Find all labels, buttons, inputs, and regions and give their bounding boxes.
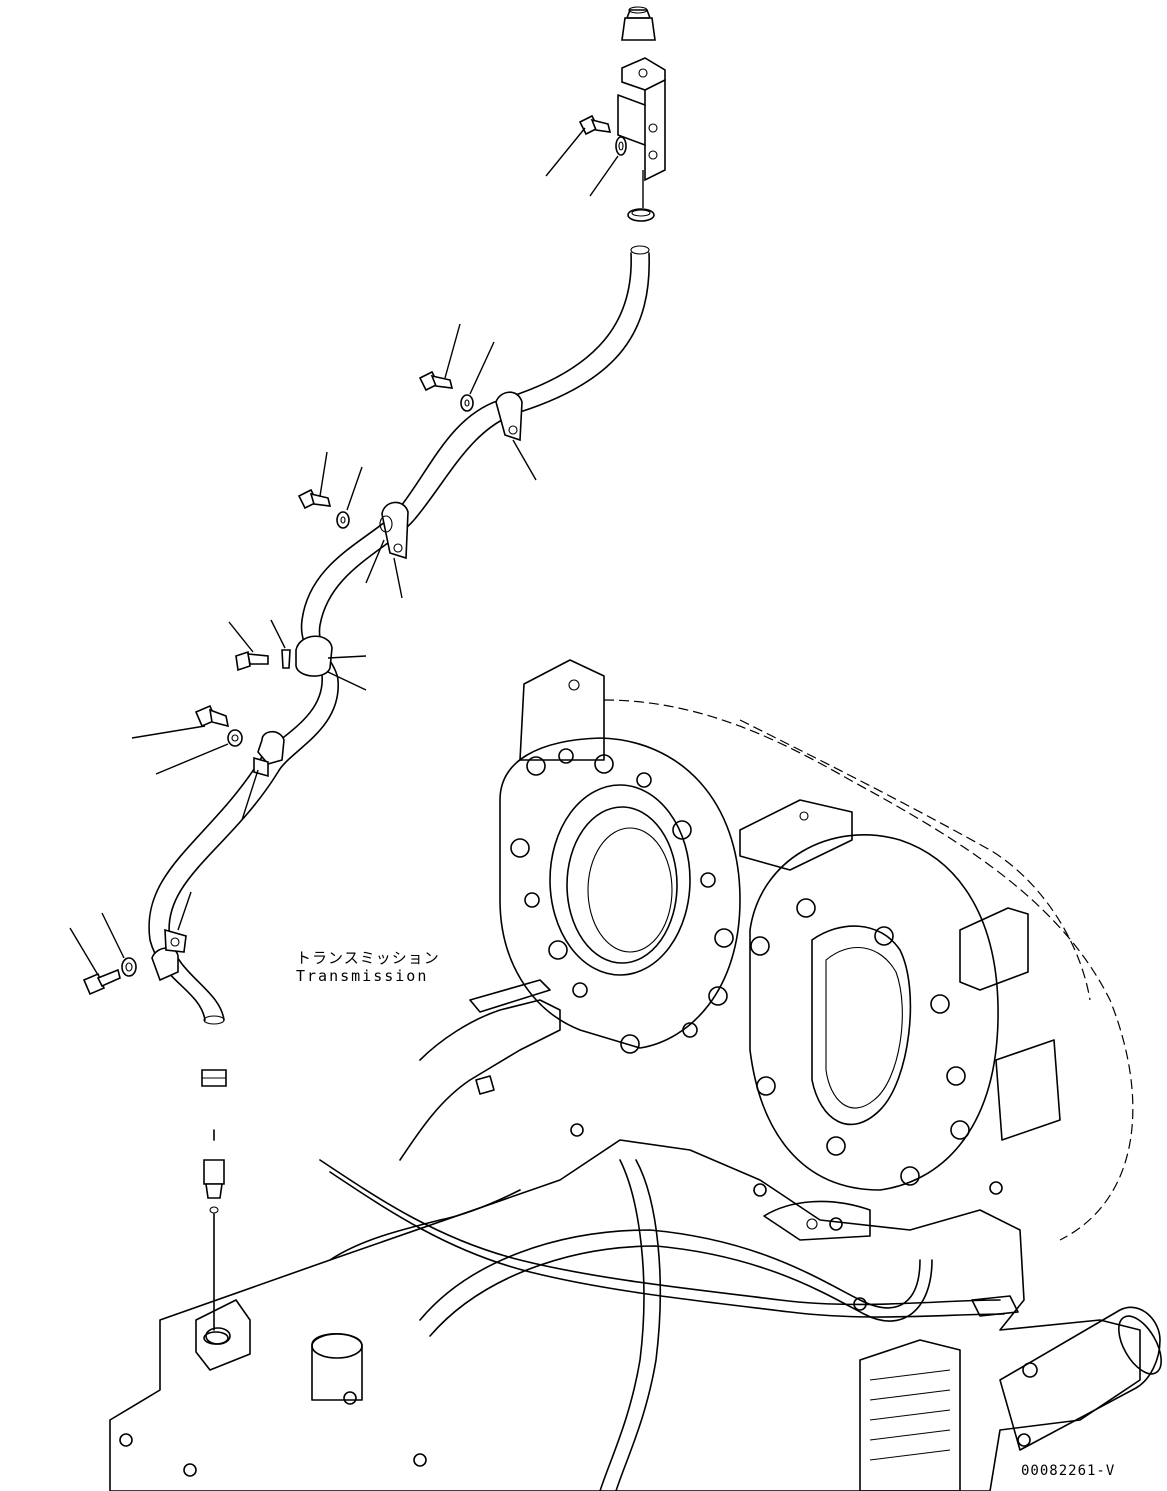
washer-3: [336, 466, 363, 529]
drawing-code: 00082261-V: [1021, 1463, 1116, 1479]
bolt-6: [69, 927, 121, 996]
clamp-4: [241, 730, 285, 821]
bolt-2: [418, 323, 461, 392]
top-cap: [621, 6, 656, 41]
hose-fittings: [201, 1069, 229, 1345]
bolt-3: [297, 451, 332, 510]
transmission-label-en: Transmission: [296, 967, 429, 985]
breather-hose: [148, 245, 650, 1025]
washer-1: [589, 136, 627, 197]
transmission-label-jp: トランスミッション: [296, 949, 440, 967]
washer-2: [460, 341, 495, 412]
clamp-5: [151, 891, 192, 982]
upper-bracket: [617, 57, 666, 182]
bolt-1: [545, 114, 612, 177]
clamp-3: [295, 635, 367, 691]
washer-4: [155, 729, 243, 775]
screw-1: [270, 619, 291, 669]
top-hose-clamp: [627, 170, 655, 222]
bolt-4: [228, 621, 269, 672]
clamp-1: [495, 391, 537, 481]
bolt-5: [131, 704, 230, 739]
washer-5: [101, 912, 137, 977]
clamp-2: [365, 501, 409, 599]
transmission-housing: [109, 659, 1162, 1491]
